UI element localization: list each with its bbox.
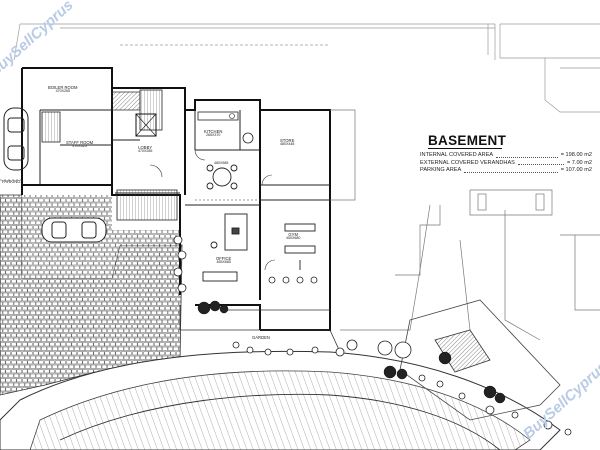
room-label-hall: 480X585 (214, 161, 229, 166)
area-label: EXTERNAL COVERED VERANDHAS (420, 159, 515, 166)
parked-car-icon (41, 217, 107, 243)
dark-shrub (197, 300, 506, 404)
terrace-outlines (330, 109, 600, 341)
room-label-office: OFFICE 465X685 (216, 256, 232, 265)
room-name: OFFICE (216, 256, 232, 261)
room-name: GARDEN (252, 335, 270, 340)
leader-dots (464, 167, 558, 173)
area-label: INTERNAL COVERED AREA (420, 152, 494, 158)
room-dimensions: 470X285 (138, 149, 153, 154)
car-icon (3, 107, 29, 171)
leader-dots (517, 160, 564, 166)
area-row: PARKING AREA = 107.00 m2 (420, 167, 592, 175)
room-label-boiler: BOILER ROOM 470X265 (48, 85, 78, 94)
room-label-gym: GYM 450X680 (286, 232, 301, 241)
room-dimensions: 450X680 (286, 236, 301, 241)
room-name: KITCHEN (204, 129, 223, 134)
room-name: STAFF ROOM (66, 140, 94, 145)
leader-dots (496, 152, 558, 158)
area-value: = 7.00 m2 (566, 159, 592, 166)
room-name: GYM (288, 232, 298, 237)
room-label-staff: STAFF ROOM 470X325 (66, 140, 94, 149)
dining-table-icon (206, 164, 238, 190)
schedule-title: BASEMENT (428, 133, 507, 148)
room-dimensions: 470X265 (55, 89, 70, 94)
room-dimensions: 480X448 (280, 142, 295, 147)
room-dimensions: 470X325 (72, 144, 87, 149)
office-desk-icon (202, 213, 248, 282)
room-dimensions: 465X685 (216, 260, 231, 265)
site-boundary-lines (13, 23, 600, 113)
area-label: PARKING AREA (420, 167, 462, 174)
gym-equipment-icon (284, 223, 316, 270)
area-row: INTERNAL COVERED AREA = 198.00 m2 (420, 152, 592, 160)
room-name: BOILER ROOM (48, 85, 78, 90)
area-schedule: INTERNAL COVERED AREA = 198.00 m2 EXTERN… (420, 152, 592, 175)
room-label-parking: PARKING (2, 179, 21, 184)
room-label-garden: GARDEN (252, 335, 270, 340)
title-underline (428, 148, 502, 149)
room-dimensions: 265X370 (206, 133, 221, 138)
room-label-store: STORE 480X448 (280, 138, 295, 147)
lift-shaft (135, 113, 157, 137)
area-row: EXTERNAL COVERED VERANDHAS = 7.00 m2 (420, 160, 592, 168)
room-label-kitchen: KITCHEN 265X370 (204, 129, 223, 138)
area-value: = 198.00 m2 (560, 152, 592, 158)
room-name: STORE (280, 138, 295, 143)
shrub-cluster (173, 235, 572, 436)
room-name: PARKING (2, 179, 21, 184)
room-dimensions: 480X585 (214, 161, 229, 165)
area-value: = 107.00 m2 (560, 167, 592, 174)
room-name: LOBBY (138, 145, 153, 150)
staircase (116, 189, 178, 221)
room-label-lobby: LOBBY 470X285 (138, 145, 153, 154)
